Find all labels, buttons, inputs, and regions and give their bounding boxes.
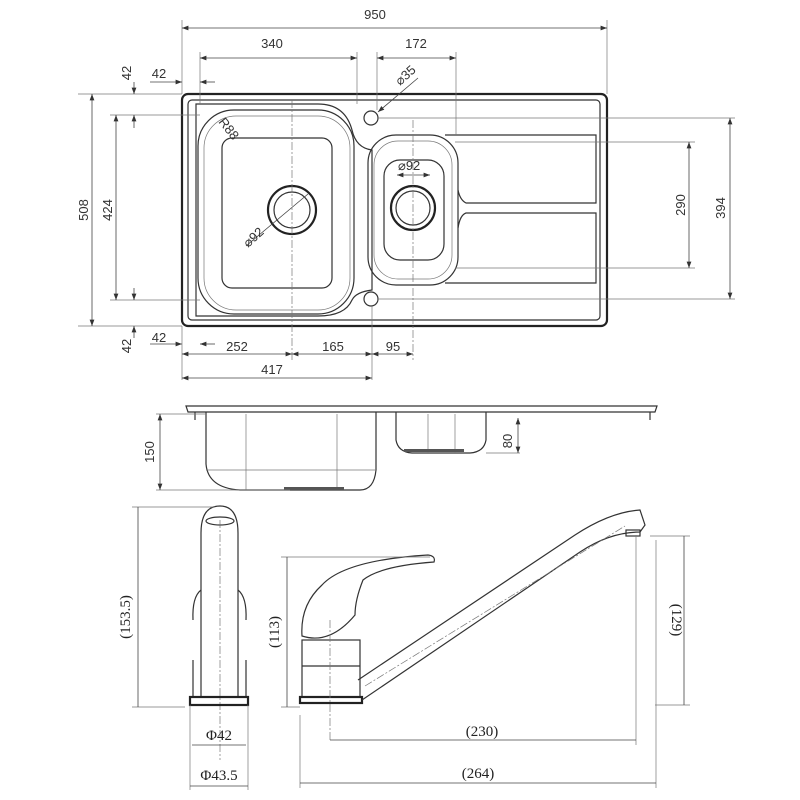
dim-230: (230) xyxy=(466,724,499,740)
sink-side-view: 150 80 xyxy=(142,405,658,491)
dim-80: 80 xyxy=(500,434,515,448)
dim-153-5: (153.5) xyxy=(118,595,134,639)
dim-394: 394 xyxy=(713,197,728,219)
dim-950: 950 xyxy=(364,7,386,22)
dim-42-top-horizontal: 42 xyxy=(152,66,166,81)
dim-main-drain: ⌀92 xyxy=(240,224,267,250)
dim-129: (129) xyxy=(668,604,684,637)
tap-hole-icon xyxy=(363,110,379,126)
dim-165: 165 xyxy=(322,339,344,354)
dim-508: 508 xyxy=(76,199,91,221)
tap-hole-icon xyxy=(363,291,379,307)
dim-252: 252 xyxy=(226,339,248,354)
dim-417: 417 xyxy=(261,362,283,377)
dim-340: 340 xyxy=(261,36,283,51)
faucet-front-view: Φ42 Φ43.5 (153.5) xyxy=(118,505,250,790)
dim-424: 424 xyxy=(100,199,115,221)
sink-top-view: 950 340 172 ⌀35 R88 ⌀92 ⌀92 508 424 42 4… xyxy=(76,7,735,381)
dim-tap-hole-diameter: ⌀35 xyxy=(392,62,419,88)
dim-42-top-vertical: 42 xyxy=(119,66,134,80)
dim-phi-42: Φ42 xyxy=(206,728,232,744)
dim-172: 172 xyxy=(405,36,427,51)
dim-264: (264) xyxy=(462,766,495,782)
faucet-side-view: (113) (129) (230) (264) xyxy=(267,509,690,788)
dim-42-bottom-vertical: 42 xyxy=(119,339,134,353)
dim-113: (113) xyxy=(267,616,283,648)
dim-95: 95 xyxy=(386,339,400,354)
dim-small-drain: ⌀92 xyxy=(398,158,420,173)
dim-290: 290 xyxy=(673,194,688,216)
dim-phi-43-5: Φ43.5 xyxy=(200,768,237,784)
dim-42-bottom-horizontal: 42 xyxy=(152,330,166,345)
dim-150: 150 xyxy=(142,441,157,463)
